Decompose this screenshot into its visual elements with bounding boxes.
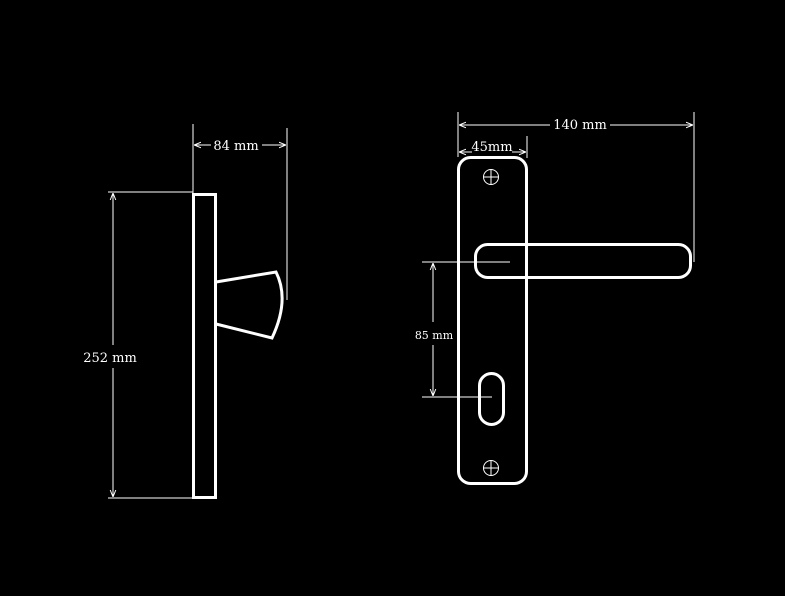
side-lever-profile [215, 270, 284, 340]
top-screw-icon [483, 169, 499, 185]
depth-dimension-label: 84 mm [213, 139, 258, 154]
centre-dimension-label: 85 mm [415, 329, 454, 342]
bottom-screw-icon [483, 460, 499, 476]
height-dimension-label: 252 mm [83, 351, 137, 366]
overall-dimension-label: 140 mm [553, 118, 607, 133]
side-backplate [192, 193, 217, 499]
front-view: 140 mm 45mm 85 mm [415, 112, 695, 485]
front-lever-handle [474, 243, 692, 279]
front-backplate [457, 156, 528, 485]
keyhole-slot [478, 372, 505, 426]
plate-dimension-label: 45mm [471, 140, 512, 155]
side-view: 84 mm 252 mm [83, 124, 288, 499]
